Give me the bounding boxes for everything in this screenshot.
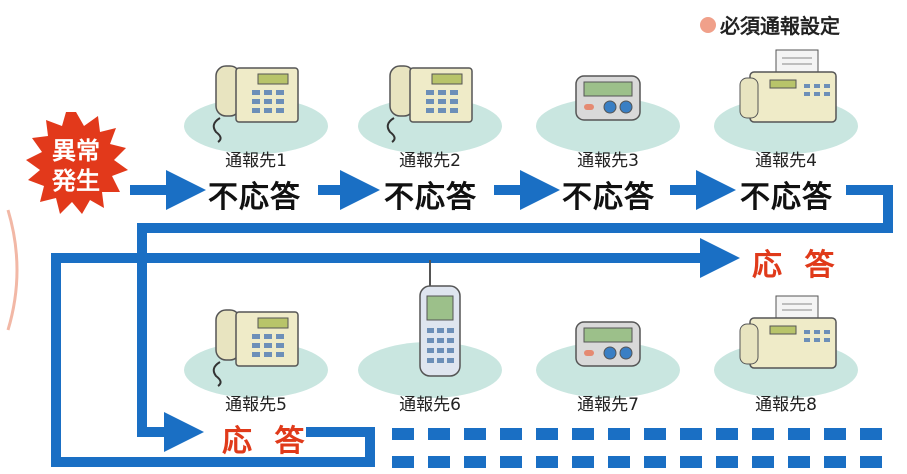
dest-label-1: 通報先1 <box>225 151 287 171</box>
response-label-top: 応 答 <box>752 248 841 283</box>
decorative-arc <box>6 209 19 331</box>
dest-label-4: 通報先4 <box>755 151 817 171</box>
dest-label-8: 通報先8 <box>755 395 817 415</box>
legend-text: 必須通報設定 <box>720 14 840 38</box>
no-response-3: 不応答 <box>562 180 655 215</box>
alarm-label: 異常 発生 <box>52 137 100 195</box>
response-label-bottom: 応 答 <box>222 424 311 459</box>
desk-phone-icon <box>386 65 473 143</box>
alarm-starburst <box>26 112 128 214</box>
arrows-row1 <box>130 170 893 452</box>
dest-label-2: 通報先2 <box>399 151 461 171</box>
desk-phone-icon <box>212 309 299 387</box>
pager-icon <box>575 75 641 121</box>
legend: 必須通報設定 <box>700 10 840 39</box>
mobile-phone-icon <box>419 260 461 377</box>
dest-label-7: 通報先7 <box>577 395 639 415</box>
pager-icon <box>575 321 641 367</box>
desk-phone-icon <box>212 65 299 143</box>
no-response-4: 不応答 <box>740 180 833 215</box>
fax-icon <box>739 295 837 369</box>
no-response-1: 不応答 <box>208 180 301 215</box>
legend-dot <box>700 16 716 33</box>
arrows-loop <box>51 238 740 467</box>
dest-label-5: 通報先5 <box>225 395 287 415</box>
dest-label-3: 通報先3 <box>577 151 639 171</box>
no-response-2: 不応答 <box>384 180 477 215</box>
dest-label-6: 通報先6 <box>399 395 461 415</box>
fax-icon <box>739 49 837 123</box>
dashed-continuation <box>392 428 890 468</box>
